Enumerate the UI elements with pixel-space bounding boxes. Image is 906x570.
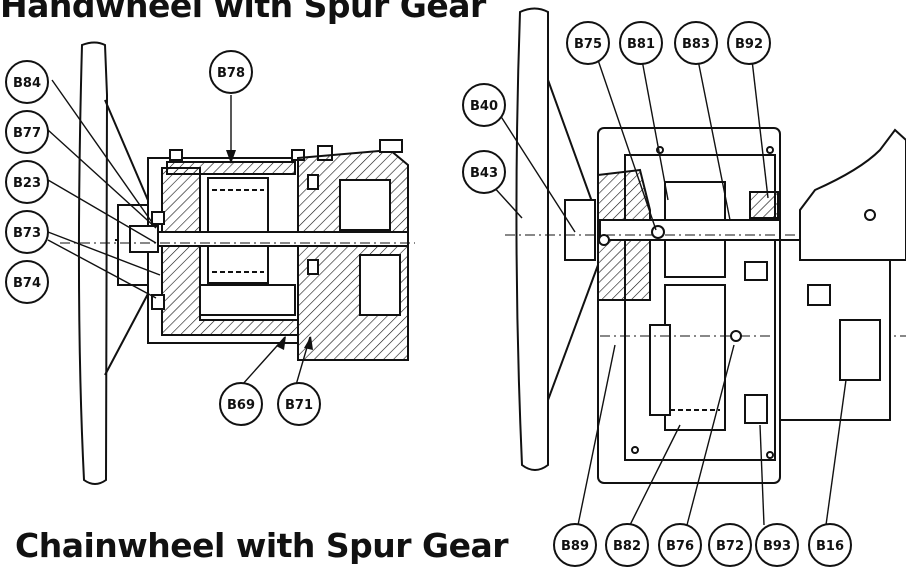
svg-text:B74: B74 <box>13 276 41 291</box>
svg-text:B71: B71 <box>285 398 313 413</box>
svg-text:B69: B69 <box>227 398 255 413</box>
svg-text:B82: B82 <box>613 539 641 554</box>
svg-text:B40: B40 <box>470 99 498 114</box>
callout-B78: B78 <box>209 50 253 94</box>
chainwheel-assembly-drawing <box>505 7 906 484</box>
callout-B84: B84 <box>5 60 49 104</box>
callout-B23: B23 <box>5 160 49 204</box>
callout-B81: B81 <box>619 21 663 65</box>
callout-B71: B71 <box>277 382 321 426</box>
svg-text:B93: B93 <box>763 539 791 554</box>
svg-text:B73: B73 <box>13 226 41 241</box>
callout-B92: B92 <box>727 21 771 65</box>
svg-text:B84: B84 <box>13 76 41 91</box>
svg-text:B16: B16 <box>816 539 844 554</box>
svg-text:B81: B81 <box>627 37 655 52</box>
callout-B16: B16 <box>808 523 852 567</box>
callout-B72: B72 <box>708 523 752 567</box>
right-leader-lines <box>491 59 847 526</box>
svg-text:B72: B72 <box>716 539 744 554</box>
callout-B77: B77 <box>5 110 49 154</box>
svg-text:B83: B83 <box>682 37 710 52</box>
callout-B43: B43 <box>462 150 506 194</box>
callout-B76: B76 <box>658 523 702 567</box>
svg-text:B23: B23 <box>13 176 41 191</box>
svg-text:B76: B76 <box>666 539 694 554</box>
chainwheel-title: Chainwheel with Spur Gear <box>15 526 509 565</box>
svg-text:B89: B89 <box>561 539 589 554</box>
callout-B74: B74 <box>5 260 49 304</box>
handwheel-assembly-drawing <box>60 41 415 485</box>
callout-B89: B89 <box>553 523 597 567</box>
svg-text:B78: B78 <box>217 66 245 81</box>
svg-text:B75: B75 <box>574 37 602 52</box>
handwheel-rim <box>77 41 109 485</box>
callout-B83: B83 <box>674 21 718 65</box>
svg-text:B43: B43 <box>470 166 498 181</box>
callout-B40: B40 <box>462 83 506 127</box>
handwheel-title: Handwheel with Spur Gear <box>0 0 486 25</box>
callout-B75: B75 <box>566 21 610 65</box>
callout-B69: B69 <box>219 382 263 426</box>
svg-text:B77: B77 <box>13 126 41 141</box>
callout-B82: B82 <box>605 523 649 567</box>
callout-B73: B73 <box>5 210 49 254</box>
callout-B93: B93 <box>755 523 799 567</box>
svg-text:B92: B92 <box>735 37 763 52</box>
